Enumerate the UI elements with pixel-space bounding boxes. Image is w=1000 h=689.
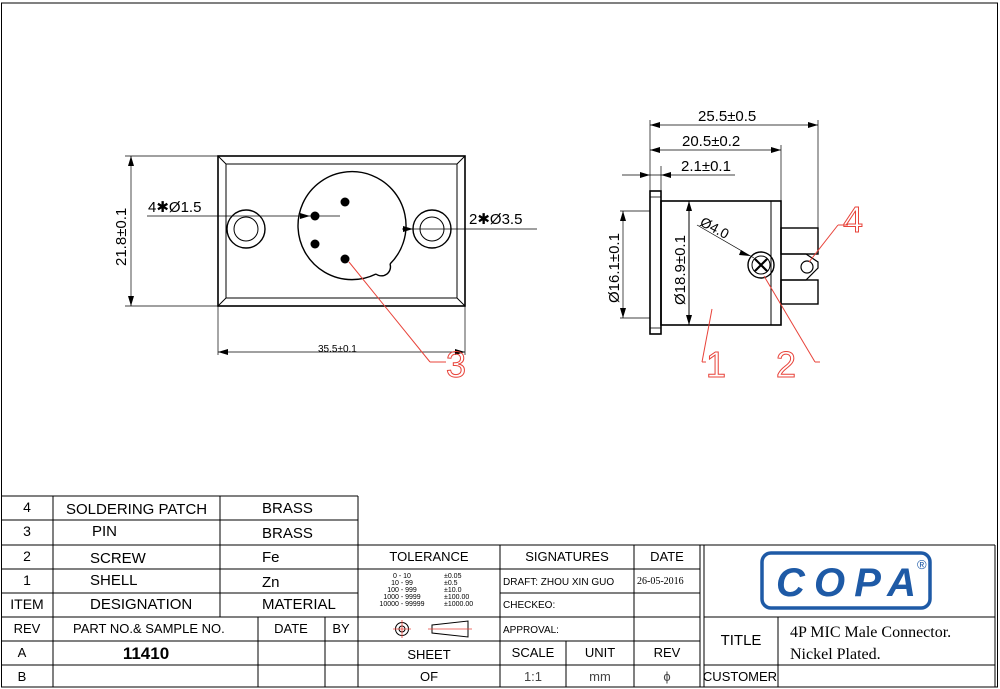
side-dim-overall: 25.5±0.5 (698, 108, 756, 125)
side-flange (649, 190, 662, 335)
svg-text:±1000.00: ±1000.00 (444, 601, 473, 608)
pin-insert-outline (297, 170, 407, 281)
copa-logo: COPA ® (760, 551, 932, 610)
bom-header-designation: DESIGNATION (90, 596, 192, 613)
solder-cup-upper (780, 227, 819, 255)
bom-header-material: MATERIAL (262, 596, 336, 613)
svg-text:±10.0: ±10.0 (444, 587, 462, 594)
logo-registered-mark: ® (917, 557, 927, 572)
bom-item-3: 3 (23, 523, 31, 539)
solder-cup-hole (800, 260, 814, 274)
callout-2: 2 (776, 344, 796, 385)
callout-3: 3 (446, 344, 466, 385)
front-plate-inner (225, 163, 458, 299)
rev-header-part: PART NO.& SAMPLE NO. (73, 621, 225, 636)
signatures-date-title: DATE (650, 549, 684, 564)
svg-text:0 - 10: 0 - 10 (393, 573, 411, 580)
rev-row-b: B (18, 669, 27, 684)
bom-designation-3: PIN (92, 523, 117, 540)
rev-value: ϕ (663, 669, 670, 684)
scale-value: 1:1 (524, 669, 542, 684)
bom-material-1: Zn (262, 574, 280, 591)
mounting-hole-left (226, 209, 266, 249)
pin-3 (310, 239, 320, 249)
bom-item-4: 4 (23, 499, 31, 515)
title-label: TITLE (721, 632, 762, 649)
svg-text:100 - 999: 100 - 999 (387, 587, 417, 594)
svg-text:±100.00: ±100.00 (444, 594, 469, 601)
bom-material-2: Fe (262, 549, 280, 566)
pin-insert-key (375, 263, 392, 277)
signatures-title: SIGNATURES (525, 549, 609, 564)
front-view (125, 155, 537, 355)
unit-label: UNIT (585, 645, 615, 660)
svg-text:10000 - 99999: 10000 - 99999 (379, 601, 424, 608)
tolerance-table: 0 - 10 ±0.05 10 - 99 ±0.5 100 - 999 ±10.… (379, 573, 473, 608)
scale-label: SCALE (512, 645, 555, 660)
solder-cup-lower (780, 279, 819, 305)
callout-4: 4 (843, 199, 863, 240)
svg-text:1000 - 9999: 1000 - 9999 (383, 594, 420, 601)
unit-value: mm (589, 669, 611, 684)
bom-item-1: 1 (23, 572, 31, 588)
rev-label: REV (654, 645, 681, 660)
sheet-label: SHEET (407, 647, 450, 662)
svg-text:10 - 99: 10 - 99 (391, 580, 413, 587)
draft-signature: DRAFT: ZHOU XIN GUO (503, 577, 614, 588)
side-body (660, 200, 782, 326)
mounting-hole-left-inner (233, 216, 259, 242)
screw-head-inner (751, 255, 771, 275)
side-dim-small-dia: Ø16.1±0.1 (606, 233, 623, 303)
bom-designation-4: SOLDERING PATCH (66, 501, 207, 518)
svg-text:±0.5: ±0.5 (444, 580, 458, 587)
rev-header-by: BY (332, 621, 350, 636)
side-callout-leaders (701, 224, 848, 363)
projection-symbol (393, 620, 472, 638)
side-dim-large-dia: Ø18.9±0.1 (672, 235, 689, 305)
approval-signature: APPROVAL: (503, 625, 559, 636)
rev-row-a: A (18, 645, 27, 660)
front-width-dim: 35.5±0.1 (318, 344, 357, 355)
checked-signature: CHECKEO: (503, 600, 555, 611)
title-block-grid (2, 495, 996, 687)
side-dim-body: 20.5±0.2 (682, 133, 740, 150)
bom-item-2: 2 (23, 548, 31, 564)
sheet-value: OF (420, 669, 438, 684)
title-line-1: 4P MIC Male Connector. (790, 624, 951, 641)
rev-header-date: DATE (274, 621, 308, 636)
front-plate-outer (217, 155, 466, 307)
customer-label: CUSTOMER (703, 669, 777, 684)
front-pin-dim: 4✱Ø1.5 (148, 199, 201, 216)
bom-designation-1: SHELL (90, 572, 138, 589)
callout-3-leader (348, 261, 446, 363)
title-line-2: Nickel Plated. (790, 646, 881, 663)
svg-text:±0.05: ±0.05 (444, 573, 462, 580)
bom-material-4: BRASS (262, 500, 313, 517)
part-number: 11410 (123, 644, 169, 663)
bom-header-item: ITEM (10, 596, 43, 612)
rev-header-rev: REV (14, 621, 41, 636)
screw-head (747, 251, 775, 279)
tolerance-title: TOLERANCE (389, 549, 469, 564)
side-dim-flange: 2.1±0.1 (681, 158, 731, 175)
pin-4 (340, 254, 350, 264)
side-dim-screw: Ø4.0 (698, 214, 732, 242)
front-height-dim: 21.8±0.1 (113, 208, 130, 266)
callout-1: 1 (706, 344, 726, 385)
side-view (620, 120, 819, 335)
bom-designation-2: SCREW (90, 550, 147, 567)
logo-text: COPA (776, 561, 916, 605)
pin-1 (340, 197, 350, 207)
front-hole-dim: 2✱Ø3.5 (469, 211, 522, 228)
draft-date: 26-05-2016 (637, 576, 684, 587)
bom-material-3: BRASS (262, 525, 313, 542)
